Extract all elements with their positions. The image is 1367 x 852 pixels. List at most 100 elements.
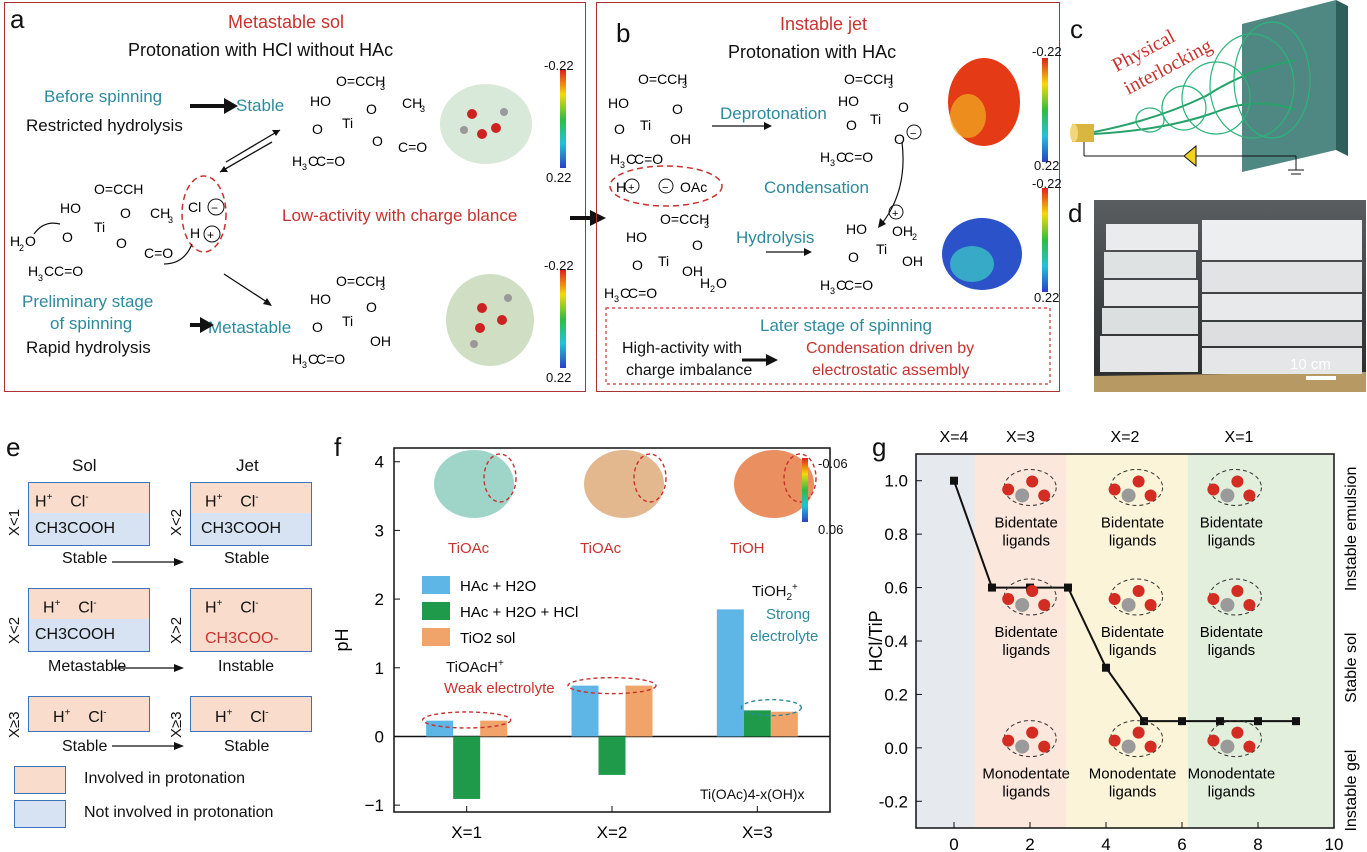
svg-text:Ti: Ti bbox=[870, 111, 881, 127]
atom-o bbox=[1132, 584, 1145, 597]
panel-a-subtitle: Protonation with HCl without HAc bbox=[128, 40, 394, 60]
x-tick-label: X=2 bbox=[597, 823, 628, 842]
row2-sol-state: Metastable bbox=[48, 658, 127, 675]
ligand-label: ligands bbox=[1109, 532, 1157, 549]
row3-sol-x: X≥3 bbox=[6, 711, 23, 738]
svg-text:OH: OH bbox=[370, 333, 391, 349]
svg-text:3: 3 bbox=[830, 286, 835, 296]
legend-label-3: TiO2 sol bbox=[460, 630, 515, 647]
ligand-label: Monodentate bbox=[1089, 766, 1177, 783]
mid-ellipse bbox=[567, 676, 657, 695]
data-point bbox=[1064, 583, 1072, 592]
ligand-ellipse bbox=[1110, 468, 1164, 506]
svg-text:C=O: C=O bbox=[628, 285, 657, 301]
before-spinning-label: Before spinning bbox=[44, 87, 163, 106]
svg-text:3: 3 bbox=[420, 104, 425, 114]
ligand-ellipse bbox=[1003, 578, 1057, 616]
atom-o bbox=[1231, 584, 1244, 597]
row1-jet-bottom: CH3COOH bbox=[191, 513, 311, 545]
panel-b-frame bbox=[596, 2, 1060, 392]
panel-g-letter: g bbox=[872, 432, 887, 462]
atom-o bbox=[1026, 584, 1039, 597]
bar-1-X=3 bbox=[716, 609, 744, 737]
panel-c-letter: c bbox=[1070, 14, 1083, 44]
row3-sol-box: H+ Cl- bbox=[28, 696, 150, 732]
svg-text:+: + bbox=[207, 228, 214, 242]
y-tick-label: 0.4 bbox=[884, 632, 908, 651]
atom-ti bbox=[1015, 597, 1030, 612]
top-label-1: X=4 bbox=[940, 429, 969, 446]
row2-jet-state: Instable bbox=[218, 658, 275, 675]
svg-text:O=CCH: O=CCH bbox=[844, 71, 893, 87]
metastable-label: Metastable bbox=[208, 318, 292, 337]
atom-o bbox=[1002, 592, 1015, 605]
svg-text:HO: HO bbox=[846, 221, 867, 237]
svg-text:C=O: C=O bbox=[398, 139, 427, 155]
svg-text:HO: HO bbox=[60, 200, 81, 216]
row1-sol-x: X<1 bbox=[6, 508, 23, 536]
svg-text:H: H bbox=[604, 285, 614, 301]
sol-header: Sol bbox=[72, 456, 97, 475]
atom-o bbox=[1132, 475, 1145, 488]
atom-o bbox=[1207, 592, 1220, 605]
svg-text:C=O: C=O bbox=[54, 263, 83, 279]
ligand-label: ligands bbox=[1208, 532, 1256, 549]
panel-a-frame bbox=[4, 2, 586, 392]
svg-text:3: 3 bbox=[38, 273, 43, 283]
y-tick-label: 0.0 bbox=[884, 739, 908, 758]
ligand-ellipse bbox=[1208, 578, 1262, 616]
svg-text:−: − bbox=[662, 182, 668, 194]
region-x1 bbox=[1187, 454, 1334, 828]
svg-text:OH: OH bbox=[682, 263, 703, 279]
molecule-highlight-2 bbox=[633, 453, 667, 503]
svg-text:−: − bbox=[211, 201, 218, 215]
panel-b-letter: b bbox=[616, 18, 631, 48]
row2-sol-top: H+ Cl- bbox=[29, 589, 149, 619]
hcl-line-chart: 0246810-0.20.00.20.40.60.81.0HAc/TiPHCl/… bbox=[866, 429, 1360, 852]
svg-text:C: C bbox=[620, 285, 630, 301]
svg-text:2: 2 bbox=[19, 243, 24, 253]
svg-text:Ti: Ti bbox=[658, 253, 669, 269]
panel-b-scale2-top: -0.22 bbox=[1032, 176, 1062, 191]
svg-text:C=O: C=O bbox=[316, 153, 345, 169]
atom-o bbox=[1207, 483, 1220, 496]
row2-jet-box: H+ Cl- CH3COO- bbox=[190, 588, 312, 652]
x-tick-label: 0 bbox=[949, 835, 958, 852]
svg-text:O: O bbox=[894, 131, 905, 147]
svg-text:H: H bbox=[610, 151, 620, 167]
ligand-label: ligands bbox=[1002, 642, 1050, 659]
panel-b-scale1-top: -0.22 bbox=[1032, 44, 1062, 59]
svg-text:3: 3 bbox=[302, 162, 307, 172]
legend-swatch-1 bbox=[422, 576, 450, 594]
region-x2 bbox=[1066, 454, 1188, 828]
y-tick-label: 0.6 bbox=[884, 579, 908, 598]
row3-jet-state: Stable bbox=[224, 738, 270, 755]
svg-text:Cl: Cl bbox=[188, 199, 201, 215]
panel-e-arrows bbox=[112, 558, 184, 750]
ligand-label: ligands bbox=[1208, 784, 1256, 801]
atom-o bbox=[1132, 726, 1145, 739]
svg-text:CH: CH bbox=[402, 95, 422, 111]
scale-bar-label: 10 cm bbox=[1290, 356, 1331, 373]
svg-text:C: C bbox=[44, 263, 54, 279]
svg-text:HO: HO bbox=[626, 229, 647, 245]
svg-text:O: O bbox=[672, 101, 683, 117]
atom-o bbox=[1207, 734, 1220, 747]
svg-text:3: 3 bbox=[682, 80, 687, 90]
f-color-scale bbox=[802, 458, 808, 522]
ligand-label: Monodentate bbox=[982, 766, 1070, 783]
atom-ti bbox=[1220, 597, 1235, 612]
panel-d-letter: d bbox=[1068, 198, 1083, 228]
row2-jet-cell: H+ Cl- CH3COO- bbox=[191, 589, 311, 651]
svg-text:2: 2 bbox=[710, 284, 715, 294]
svg-text:+: + bbox=[628, 182, 634, 194]
atom-ti bbox=[1121, 488, 1136, 503]
atom-o bbox=[1108, 734, 1121, 747]
svg-text:OH: OH bbox=[892, 223, 913, 239]
svg-text:Ti: Ti bbox=[94, 219, 105, 235]
panel-a-scale2-top: -0.22 bbox=[544, 258, 574, 273]
row1-jet-box: H+ Cl- CH3COOH bbox=[190, 482, 312, 546]
atom-o bbox=[1026, 726, 1039, 739]
panel-b-subtitle: Protonation with HAc bbox=[728, 42, 897, 62]
svg-text:3: 3 bbox=[380, 82, 385, 92]
